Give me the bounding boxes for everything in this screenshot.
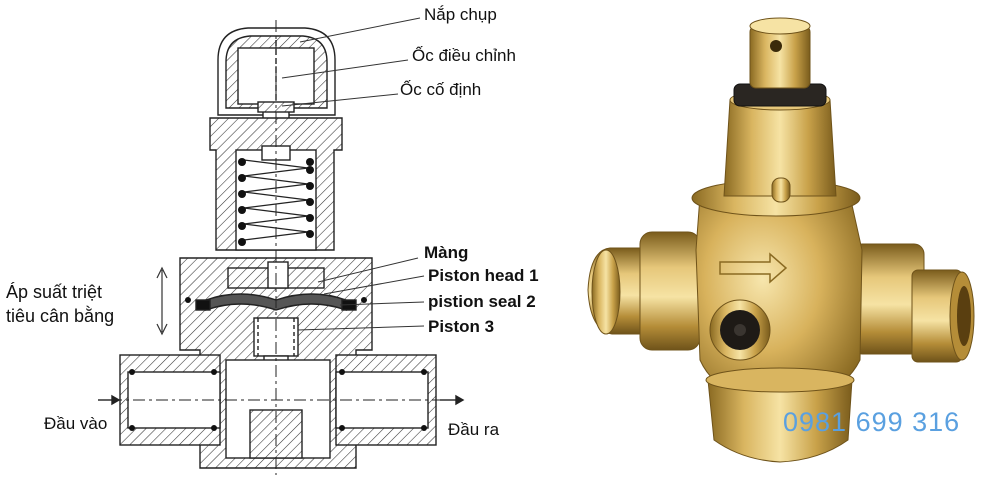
label-balanced-pressure-1: Áp suất triệt (6, 282, 103, 302)
spring-coils (238, 158, 314, 246)
phone-number: 0981 699 316 (783, 407, 961, 437)
cross-section (110, 20, 446, 475)
label-piston-head: Piston head 1 (428, 266, 539, 285)
label-lock-nut: Ốc cố định (400, 80, 482, 99)
label-piston-3: Piston 3 (428, 317, 495, 336)
label-diaphragm: Màng (424, 243, 469, 262)
brass-valve-photo (587, 17, 975, 463)
flow-arrows (98, 394, 465, 406)
leader-lines (281, 17, 425, 331)
label-piston-seal: pistion seal 2 (428, 292, 536, 311)
label-inlet: Đầu vào (44, 414, 108, 433)
label-adjusting-screw: Ốc điều chỉnh (412, 46, 516, 65)
pressure-arrow (156, 266, 168, 336)
label-outlet: Đầu ra (448, 420, 500, 439)
label-balanced-pressure-2: tiêu cân bằng (6, 306, 115, 326)
label-cap: Nắp chụp (424, 5, 497, 24)
